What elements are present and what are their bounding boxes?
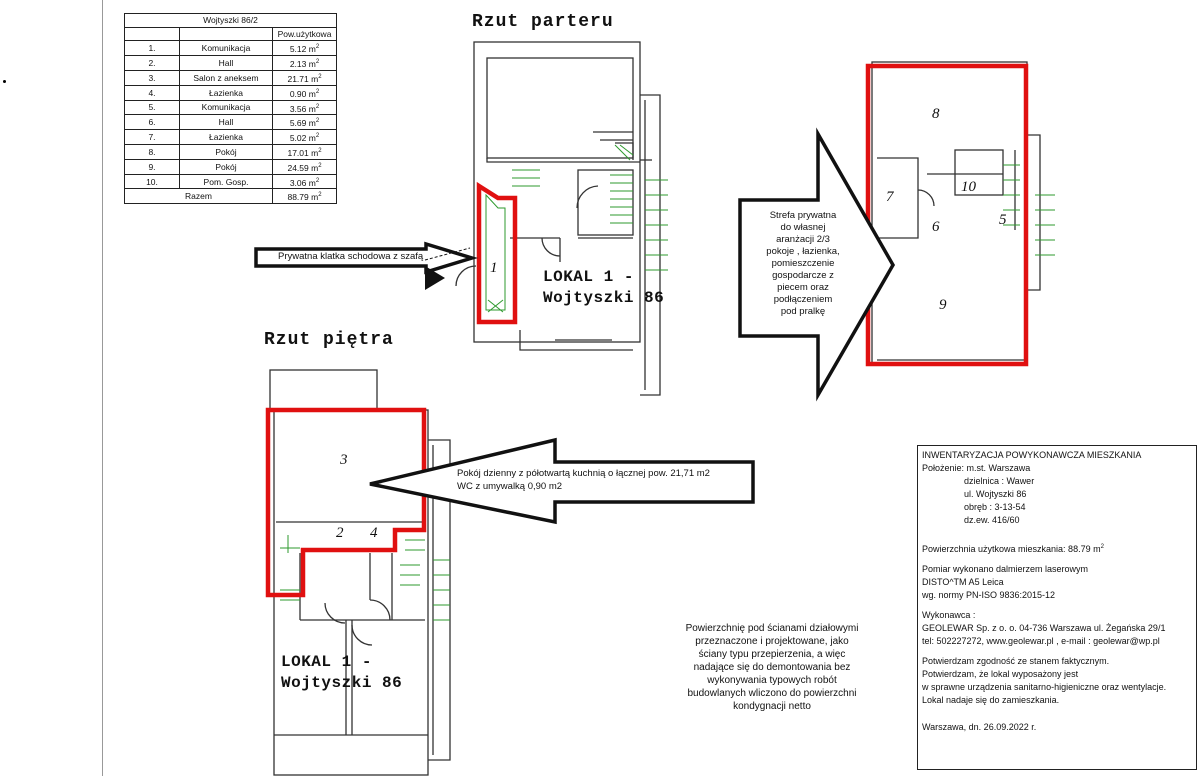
text-line: nadające się do demontowania bez: [693, 662, 851, 673]
text-line: wykonywania typowych robót: [707, 675, 837, 686]
text-line: gospodarcze z: [772, 270, 834, 281]
bullet-dot: [3, 80, 6, 83]
text-line: Strefa prywatna: [769, 210, 837, 221]
staircase-arrow-label: Prywatna klatka schodowa z szafą: [278, 251, 424, 262]
private-zone-arrow: [738, 127, 896, 402]
room-number-6: 6: [932, 219, 940, 235]
text-line: do własnej: [780, 222, 826, 233]
room-number-10: 10: [961, 179, 976, 195]
room-number-9: 9: [939, 297, 947, 313]
highlight-room-1: [476, 181, 518, 325]
text-line: ściany typu przepierzenia, a więc: [698, 649, 846, 660]
text-line: przeznaczone i projektowane, jako: [695, 636, 849, 647]
text-line: piecem oraz: [777, 282, 829, 293]
highlight-room-3: [265, 407, 427, 598]
table-header-row: Pow.użytkowa: [124, 26, 337, 42]
lokal-label-upper: LOKAL 1 - Wojtyszki 86: [281, 653, 403, 692]
room-number-8: 8: [932, 106, 940, 122]
text-line: pomieszczenie: [771, 258, 835, 269]
upper-arrow-label: Pokój dzienny z półotwartą kuchnią o łąc…: [457, 468, 710, 492]
total-area: 88.79 m2: [272, 188, 337, 205]
inventory-info-box: INWENTARYZACJA POWYKONAWCZA MIESZKANIA P…: [917, 445, 1197, 770]
room-number-4: 4: [370, 525, 378, 541]
entrance-marker: [425, 266, 445, 290]
upper-floor-title: Rzut piętra: [264, 330, 394, 350]
room-area: 3.56 m2: [272, 99, 337, 116]
upper-arrow: [369, 437, 755, 525]
page-border-left: [102, 0, 103, 776]
usable-area: Powierzchnia użytkowa mieszkania: 88.79 …: [922, 544, 1104, 554]
lokal-label-ground: LOKAL 1 - Wojtyszki 86: [543, 268, 665, 307]
area-table: Wojtyszki 86/2 Pow.użytkowa 1.Komunikacj…: [124, 13, 337, 205]
stairs: [280, 144, 1055, 621]
table-row: 10.Pom. Gosp.3.06 m2: [124, 173, 337, 190]
room-number-5: 5: [999, 212, 1007, 228]
text-line: aranżacji 2/3: [776, 234, 830, 245]
text-line: podłączeniem: [773, 294, 833, 305]
highlight-outlines: [265, 63, 1029, 598]
inventory-title: INWENTARYZACJA POWYKONAWCZA MIESZKANIA: [922, 450, 1142, 460]
date-line: Warszawa, dn. 26.09.2022 r.: [922, 722, 1037, 732]
text-line: Powierzchnię pod ścianami działowymi: [685, 623, 859, 634]
staircase-arrow: [254, 241, 479, 275]
text-line: pokoje , łazienka,: [766, 246, 840, 257]
text-line: kondygnacji netto: [733, 701, 811, 712]
room-number-3: 3: [340, 452, 348, 468]
table-total-row: Razem 88.79 m2: [124, 188, 337, 205]
partition-note: Powierzchnię pod ścianami działowymi prze…: [672, 622, 872, 713]
room-number-2: 2: [336, 525, 344, 541]
text-line: pod pralkę: [780, 306, 826, 317]
private-zone-plan: [871, 61, 1041, 366]
ground-floor-plan: [455, 41, 661, 396]
room-number-1: 1: [490, 260, 498, 276]
ground-floor-title: Rzut parteru: [472, 12, 614, 32]
text-line: budowlanych wliczono do powierzchni: [687, 688, 857, 699]
room-number-7: 7: [886, 189, 894, 205]
